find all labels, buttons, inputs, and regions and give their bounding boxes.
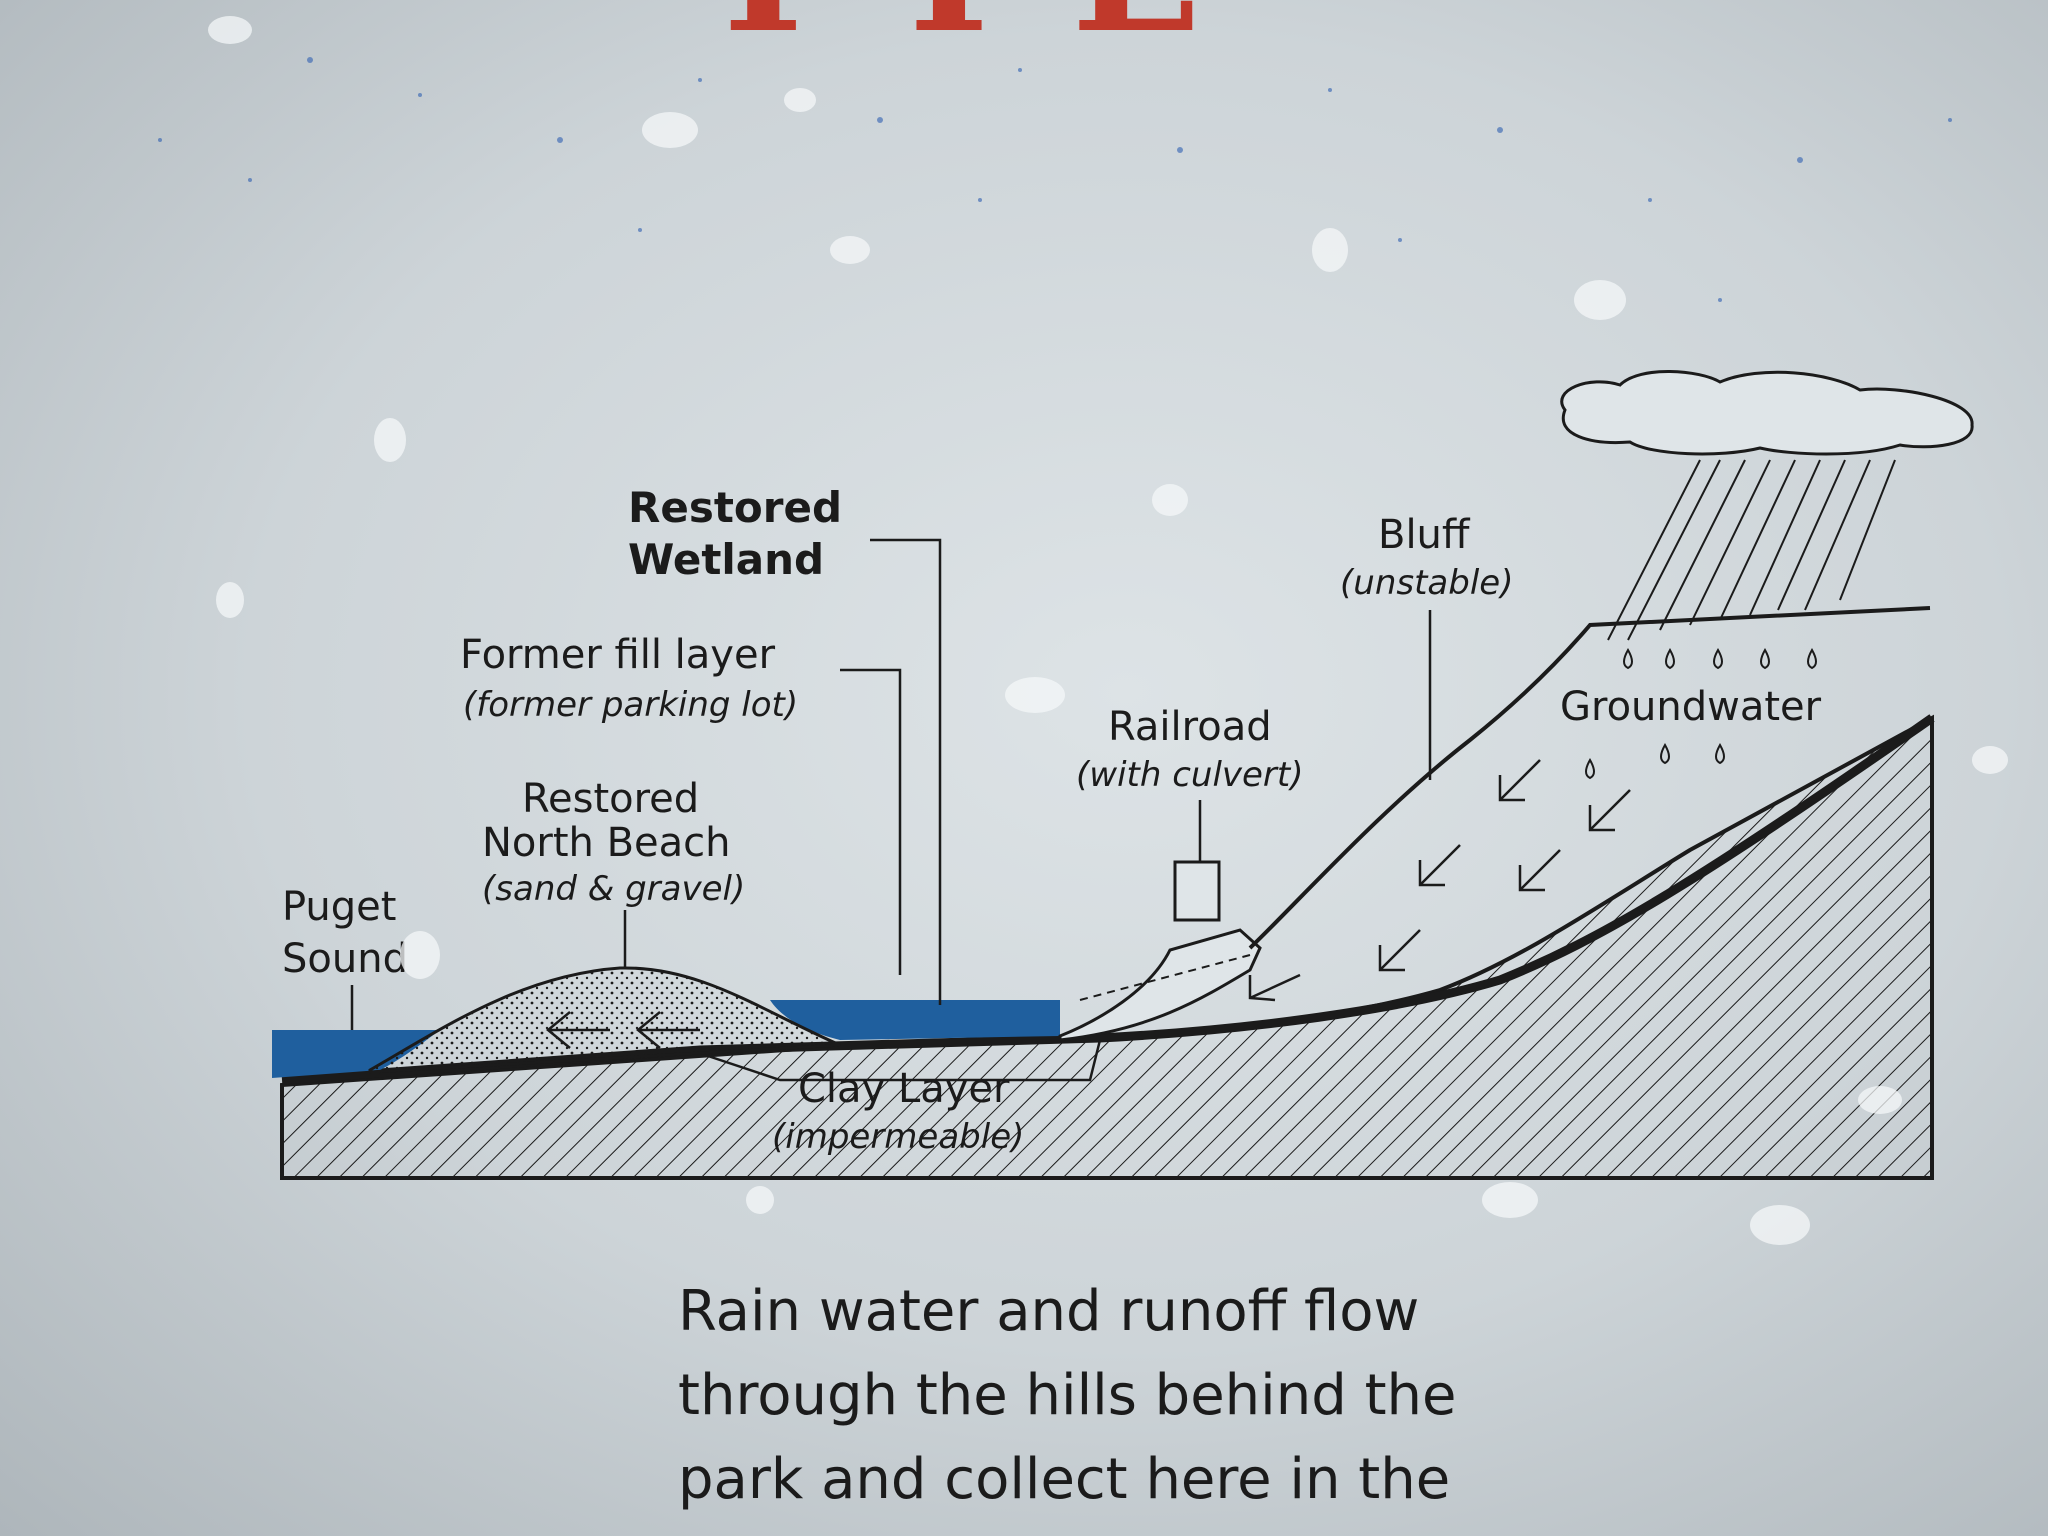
label-north-beach-2: North Beach <box>482 820 731 866</box>
speckle-texture <box>158 57 1952 302</box>
label-clay-layer-note: (impermeable) <box>772 1117 1024 1157</box>
culvert-line <box>1079 954 1251 1001</box>
label-restored-wetland: Restored <box>628 483 842 532</box>
label-puget-sound-2: Sound <box>282 936 408 982</box>
body-text-line-1: Rain water and runoff flow <box>678 1279 1419 1344</box>
leader-lines <box>350 538 1432 1082</box>
flow-arrow-icon <box>546 1011 700 1049</box>
label-bluff-note: (unstable) <box>1340 563 1513 603</box>
label-clay-layer: Clay Layer <box>798 1066 1010 1112</box>
body-text-line-2: through the hills behind the <box>678 1363 1456 1428</box>
label-railroad-note: (with culvert) <box>1076 755 1304 795</box>
water-droplets <box>208 16 2008 1245</box>
clay-layer-line <box>281 714 1935 1085</box>
heading-fragment: T T E <box>700 0 1201 71</box>
label-north-beach: Restored <box>522 776 699 822</box>
groundwater-arrow-icon <box>1248 759 1631 1002</box>
body-text-line-3: park and collect here in the <box>678 1447 1450 1512</box>
label-former-fill: Former fill layer <box>460 632 776 678</box>
label-groundwater: Groundwater <box>1560 684 1822 730</box>
label-puget-sound: Puget <box>282 884 396 930</box>
label-restored-wetland-2: Wetland <box>628 535 824 584</box>
cloud-icon <box>1560 370 1974 456</box>
label-bluff: Bluff <box>1378 512 1471 558</box>
label-former-fill-note: (former parking lot) <box>463 685 798 725</box>
puget-sound-water <box>272 1030 440 1078</box>
north-beach-mound <box>368 966 841 1074</box>
railroad-car-icon <box>1173 860 1221 922</box>
label-railroad: Railroad <box>1108 704 1272 750</box>
bluff-surface <box>1248 606 1931 950</box>
rain-icon <box>1607 459 1896 641</box>
raindrop-icon <box>1585 647 1817 780</box>
label-north-beach-note: (sand & gravel) <box>482 869 745 909</box>
railroad-embankment <box>1058 928 1262 1042</box>
wetland-water <box>770 1000 1060 1040</box>
